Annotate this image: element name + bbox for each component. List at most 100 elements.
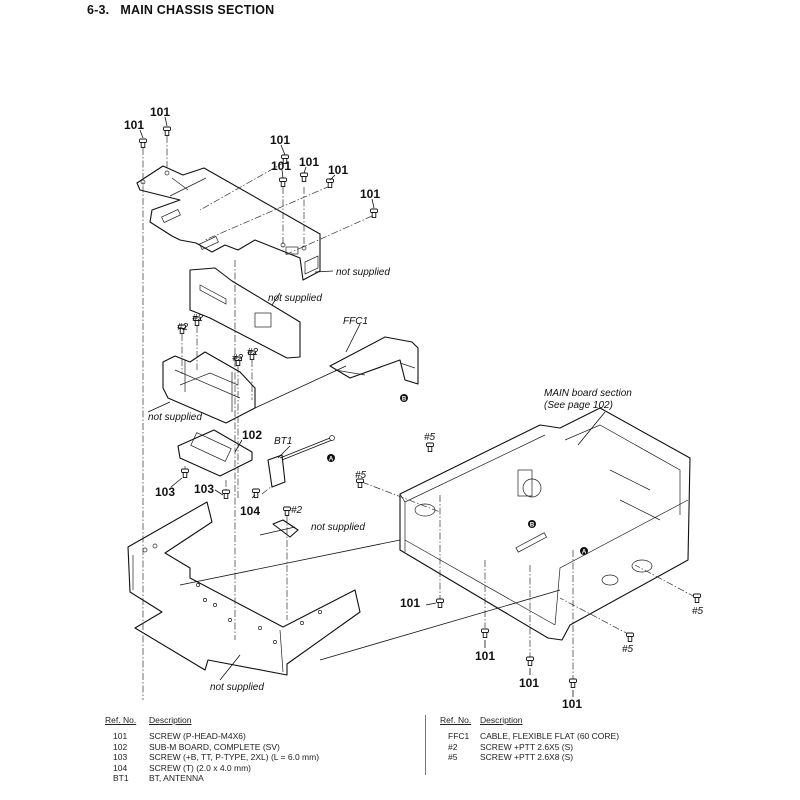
legend-description: SCREW +PTT 2.6X8 (S) — [480, 752, 574, 762]
callout-103: 103 — [194, 482, 214, 496]
callout-5: #5 — [424, 432, 436, 443]
callout-101: 101 — [150, 105, 170, 119]
marker-b-ffc: B — [400, 394, 408, 403]
legend-description-header: Description — [149, 715, 192, 725]
assembly-guide-lines — [142, 136, 696, 700]
parts-legend-right: Ref. No. Description FFC1 CABLE, FLEXIBLE… — [440, 715, 619, 763]
marker-label: A — [582, 550, 587, 556]
marker-label: B — [530, 523, 535, 529]
legend-row: BT1 BT, ANTENNA — [105, 773, 319, 784]
note-main-board: MAIN board section — [544, 388, 632, 399]
sub-m-board — [177, 429, 253, 477]
callout-5: #5 — [692, 606, 704, 617]
callout-leaders — [139, 116, 606, 697]
legend-row: 101 SCREW (P-HEAD-M4X6) — [105, 731, 319, 742]
screw-103 — [181, 468, 189, 478]
callout-5: #5 — [622, 644, 634, 655]
note-not-supplied: not supplied — [268, 293, 322, 304]
legend-ref: 101 — [113, 731, 128, 741]
legend-row: #2 SCREW +PTT 2.6X5 (S) — [440, 742, 619, 753]
section-name: MAIN CHASSIS SECTION — [120, 3, 275, 17]
screw-101 — [279, 177, 287, 187]
callout-102: 102 — [242, 428, 262, 442]
legend-ref: FFC1 — [448, 731, 470, 741]
small-bracket — [272, 519, 299, 538]
screw-5 — [426, 442, 434, 452]
callout-2: #2 — [177, 322, 189, 333]
callout-103: 103 — [155, 485, 175, 499]
callout-2: #2 — [232, 353, 244, 364]
legend-description: SUB-M BOARD, COMPLETE (SV) — [149, 741, 280, 752]
marker-a-antenna: A — [327, 454, 335, 463]
section-title: 6-3. MAIN CHASSIS SECTION — [87, 3, 274, 17]
legend-row: 102 SUB-M BOARD, COMPLETE (SV) — [105, 742, 319, 753]
callout-2: #2 — [291, 505, 303, 516]
screw-5 — [693, 593, 701, 603]
screw-101 — [139, 138, 147, 148]
legend-ref: 103 — [113, 752, 128, 762]
callout-101: 101 — [270, 133, 290, 147]
legend-description-header: Description — [480, 715, 523, 725]
legend-description: SCREW (T) (2.0 x 4.0 mm) — [149, 762, 252, 773]
legend-ref-header: Ref. No. — [105, 715, 137, 725]
legend-ref: BT1 — [113, 773, 129, 783]
legend-ref: 104 — [113, 762, 128, 773]
note-not-supplied: not supplied — [311, 522, 365, 533]
parts-legend-left: Ref. No. Description 101 SCREW (P-HEAD-M4… — [105, 715, 319, 784]
callout-101: 101 — [400, 596, 420, 610]
exploded-view-diagram: B A B A 101 101 101 101 101 101 101 not … — [124, 105, 704, 710]
callout-labels: 101 101 101 101 101 101 101 not supplied… — [124, 105, 704, 710]
legend-ref-header: Ref. No. — [440, 715, 472, 725]
legend-ref: 102 — [113, 741, 128, 752]
legend-row: FFC1 CABLE, FLEXIBLE FLAT (60 CORE) — [440, 731, 619, 742]
legend-row: 103 SCREW (+B, TT, P-TYPE, 2XL) (L = 6.0 … — [105, 752, 319, 763]
callout-101: 101 — [475, 649, 495, 663]
screw-101 — [436, 598, 444, 608]
callout-2: #2 — [192, 313, 204, 324]
legend-description: SCREW (P-HEAD-M4X6) — [149, 731, 246, 741]
legend-description: CABLE, FLEXIBLE FLAT (60 CORE) — [480, 731, 620, 741]
legend-ref: #2 — [448, 741, 458, 752]
callout-101: 101 — [124, 118, 144, 132]
legend-description: SCREW (+B, TT, P-TYPE, 2XL) (L = 6.0 mm) — [149, 752, 320, 762]
screw-103 — [222, 489, 230, 499]
note-not-supplied: not supplied — [148, 412, 202, 423]
legend-ref: #5 — [448, 752, 458, 762]
screw-101 — [300, 172, 308, 182]
legend-header: Ref. No. Description — [440, 715, 619, 725]
note-main-board-page: (See page 102) — [544, 400, 613, 411]
marker-a-chassis: A — [580, 547, 588, 556]
shield-sheet — [189, 267, 301, 359]
screw-101 — [326, 178, 334, 188]
screw-5 — [626, 632, 634, 642]
bt1-antenna — [267, 435, 335, 488]
marker-label: A — [329, 457, 334, 463]
section-number: 6-3. — [87, 3, 110, 17]
top-chassis-plate — [136, 165, 321, 281]
marker-b-chassis: B — [528, 520, 536, 529]
legend-row: #5 SCREW +PTT 2.6X8 (S) — [440, 752, 619, 763]
screw-101 — [526, 656, 534, 666]
connector-holder — [162, 351, 256, 424]
screw-101 — [481, 628, 489, 638]
callout-101: 101 — [328, 163, 348, 177]
legend-description: SCREW +PTT 2.6X5 (S) — [480, 741, 574, 752]
callout-101: 101 — [360, 187, 380, 201]
legend-divider — [425, 715, 426, 775]
callout-bt1: BT1 — [274, 436, 292, 447]
main-chassis-assembly — [399, 407, 691, 641]
marker-label: B — [402, 397, 407, 403]
callout-ffc1: FFC1 — [343, 316, 368, 327]
legend-row: 104 SCREW (T) (2.0 x 4.0 mm) — [105, 763, 319, 774]
callout-5: #5 — [355, 470, 367, 481]
callout-101: 101 — [271, 159, 291, 173]
ffc1-cable — [329, 336, 419, 385]
screw-101 — [163, 126, 171, 136]
legend-description: BT, ANTENNA — [149, 773, 204, 783]
screw-101 — [569, 678, 577, 688]
bottom-chassis-plate — [127, 501, 361, 676]
legend-header: Ref. No. Description — [105, 715, 319, 725]
callout-104: 104 — [240, 504, 260, 518]
screw-2 — [283, 506, 291, 516]
callout-101: 101 — [299, 155, 319, 169]
